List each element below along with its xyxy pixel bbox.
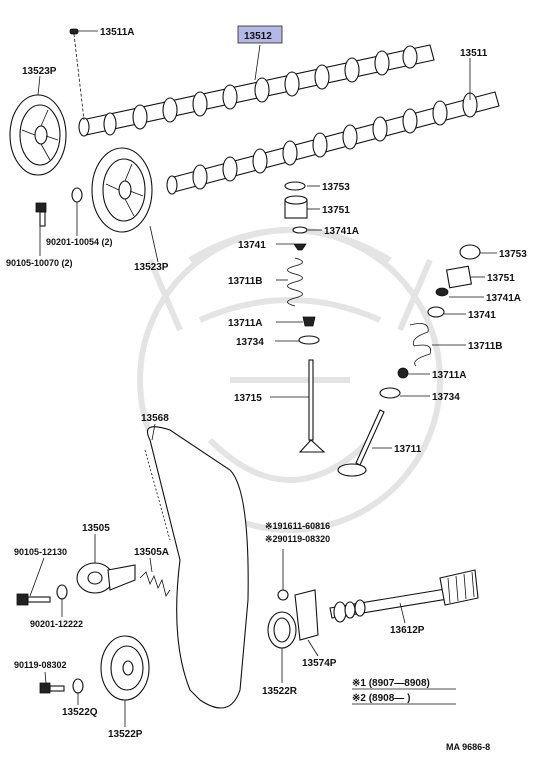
label-13522q[interactable]: 13522Q (62, 707, 98, 718)
belt-tensioner-13505[interactable] (76, 562, 136, 594)
washer-13522q[interactable] (72, 678, 84, 694)
key-pin-13511a[interactable] (69, 28, 79, 35)
sprocket-washer[interactable] (71, 187, 83, 203)
label-13505[interactable]: 13505 (82, 523, 110, 534)
timing-belt-13568[interactable] (144, 426, 249, 709)
crank-sprocket-13522p[interactable] (100, 635, 150, 701)
retainer-lock-13741a-a[interactable] (292, 226, 308, 234)
lifter-13751-a[interactable] (284, 195, 308, 219)
watermark-emblem (137, 227, 443, 533)
seat-13734-b[interactable] (379, 387, 401, 399)
label-13523p-top[interactable]: 13523P (22, 66, 57, 77)
label-13711b-b[interactable]: 13711B (468, 341, 502, 352)
label-90119-08302[interactable]: 90119-08302 (14, 660, 67, 670)
retainer-lock-13741a-b[interactable] (435, 287, 449, 297)
valve-13715[interactable] (298, 359, 326, 453)
label-13711a-b[interactable]: 13711A (432, 370, 466, 381)
valve-spring-13711b-b[interactable] (409, 323, 432, 367)
label-13511a[interactable]: 13511A (100, 27, 134, 38)
label-191611-60816[interactable]: ※191611-60816 (265, 521, 330, 531)
label-13711[interactable]: 13711 (394, 444, 422, 455)
label-13612p[interactable]: 13612P (390, 625, 425, 636)
label-13522p[interactable]: 13522P (108, 729, 143, 740)
spring-retainer-13741-a[interactable] (293, 243, 307, 251)
label-13574p[interactable]: 13574P (302, 658, 337, 669)
camshaft-intake[interactable] (78, 44, 435, 137)
label-13715[interactable]: 13715 (234, 393, 262, 404)
valve-spring-13711b-a[interactable] (287, 257, 303, 307)
part-labels: 13511A 13512 13511 13523P 13523P 90105-1… (6, 27, 527, 752)
leader-lines (29, 30, 497, 727)
crank-bolt-90119-08302[interactable] (39, 682, 65, 694)
tensioner-bolt-90105-12130[interactable] (16, 593, 51, 606)
label-13753-b[interactable]: 13753 (499, 249, 527, 260)
guide-13522r[interactable] (267, 611, 297, 649)
label-13511[interactable]: 13511 (460, 48, 488, 59)
label-13741-b[interactable]: 13741 (468, 310, 496, 321)
highlight-box-13512 (237, 25, 283, 44)
label-13711b-a[interactable]: 13711B (228, 276, 262, 287)
label-13741-a[interactable]: 13741 (238, 240, 266, 251)
note-serial-2: ※2 (8908— ) (352, 693, 410, 704)
label-290119-08320[interactable]: ※290119-08320 (265, 534, 330, 544)
label-13734-a[interactable]: 13734 (236, 337, 264, 348)
shim-13753-a[interactable] (284, 181, 306, 191)
label-13522r[interactable]: 13522R (262, 686, 298, 697)
camshaft-exhaust[interactable] (166, 91, 500, 195)
sprocket-bolt[interactable] (35, 202, 47, 227)
label-13523p-bottom[interactable]: 13523P (134, 262, 169, 273)
seat-13734-a[interactable] (298, 335, 320, 345)
tensioner-spring-13505a[interactable] (139, 571, 171, 597)
cam-sprocket-upper[interactable] (9, 94, 67, 176)
label-13568[interactable]: 13568 (141, 413, 169, 424)
label-13741a-a[interactable]: 13741A (324, 226, 359, 237)
washer-90201-12222[interactable] (56, 584, 68, 600)
label-13512[interactable]: 13512 (244, 31, 272, 42)
valve-seal-13711a-a[interactable] (302, 316, 316, 327)
label-13711a-a[interactable]: 13711A (228, 318, 262, 329)
label-13751-a[interactable]: 13751 (322, 205, 350, 216)
label-90105-10070[interactable]: 90105-10070 (2) (6, 258, 73, 268)
label-90201-10054[interactable]: 90201-10054 (2) (46, 237, 113, 247)
label-13734-b[interactable]: 13734 (432, 392, 460, 403)
label-90201-12222[interactable]: 90201-12222 (30, 619, 83, 629)
shim-13753-b[interactable] (459, 244, 481, 260)
cam-sprocket-lower[interactable] (91, 147, 153, 233)
label-90105-12130[interactable]: 90105-12130 (14, 547, 67, 557)
lifter-13751-b[interactable] (445, 265, 473, 289)
drive-shaft-13612p[interactable] (329, 569, 479, 623)
spring-retainer-13741-b[interactable] (427, 306, 445, 318)
valve-seal-13711a-b[interactable] (397, 367, 409, 379)
label-13751-b[interactable]: 13751 (487, 273, 515, 284)
valve-13711[interactable] (337, 409, 385, 477)
label-13753-a[interactable]: 13753 (322, 182, 350, 193)
bracket-13574p[interactable] (277, 589, 319, 641)
label-13505a[interactable]: 13505A (134, 547, 169, 558)
label-13741a-b[interactable]: 13741A (486, 293, 521, 304)
note-serial-1: ※1 (8907—8908) (352, 678, 430, 689)
catalog-number: MA 9686-8 (446, 742, 490, 752)
